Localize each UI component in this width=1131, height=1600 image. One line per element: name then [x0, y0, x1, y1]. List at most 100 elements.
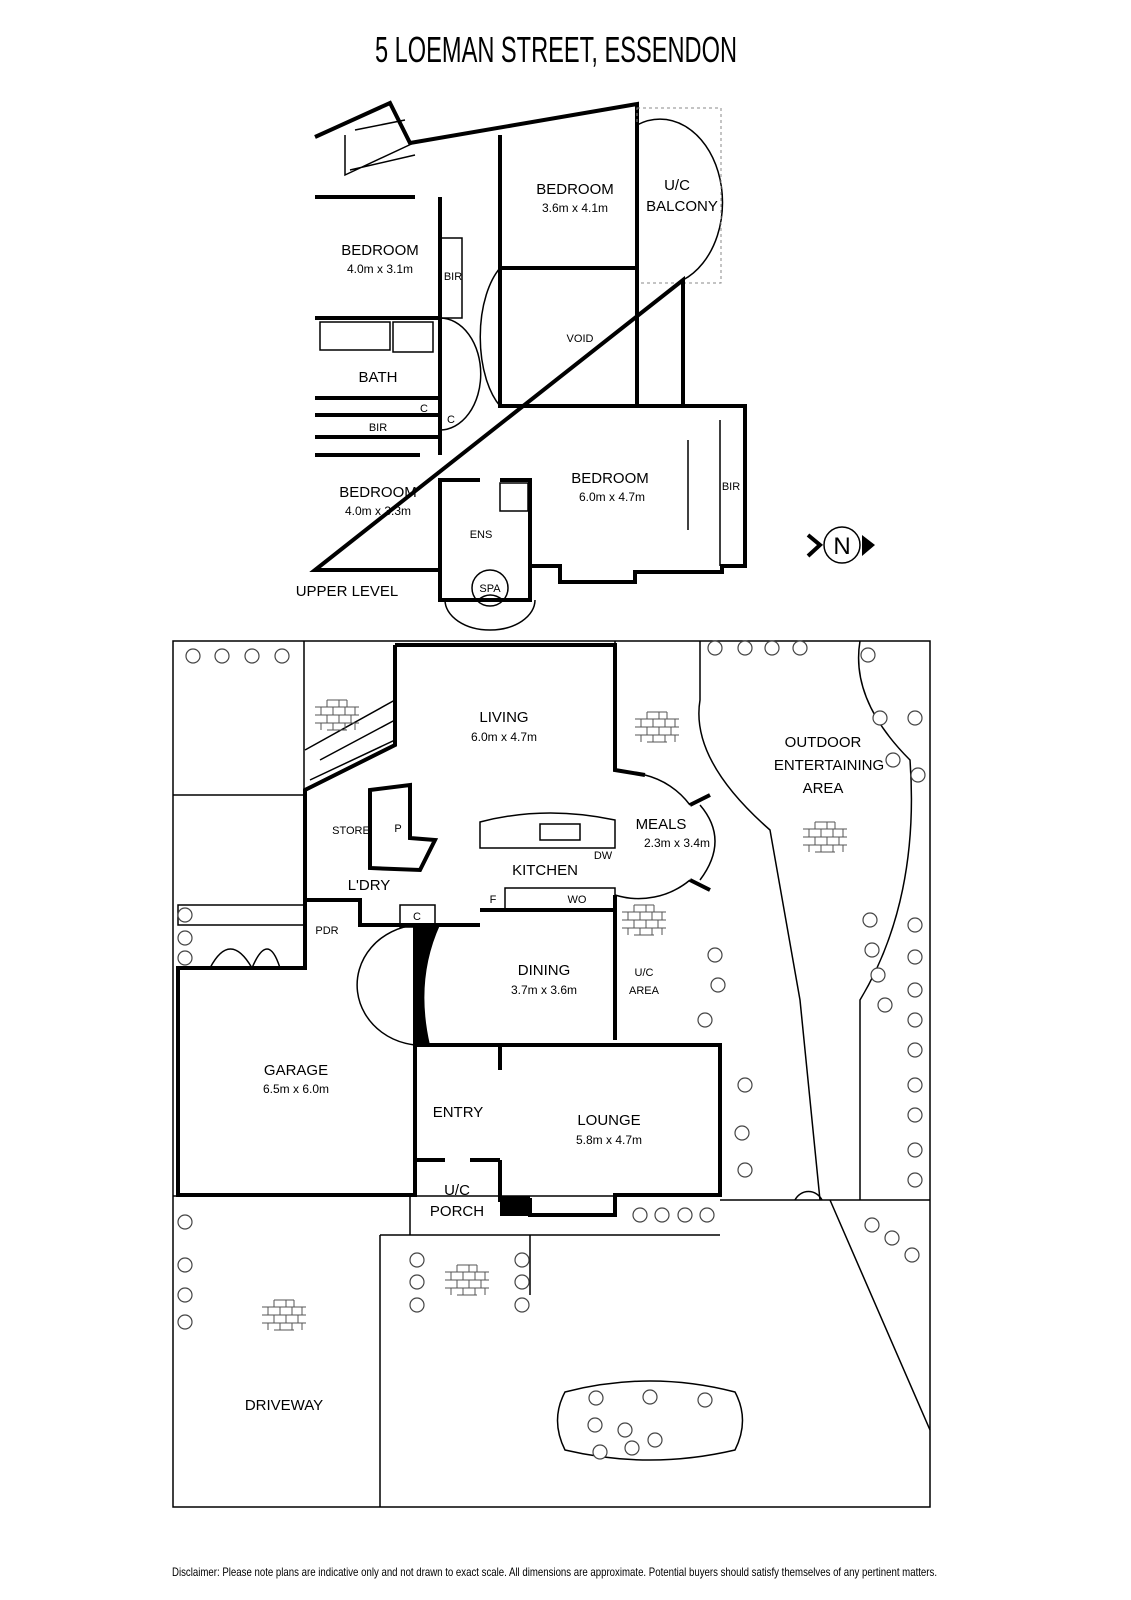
shrub-icon: [177, 1257, 193, 1273]
shrub-icon: [860, 647, 876, 663]
shrub-icon: [907, 1042, 923, 1058]
room-label: VOID: [567, 333, 594, 345]
shrub-icon: [737, 1162, 753, 1178]
shrub-icon: [872, 710, 888, 726]
level-label: UPPER LEVEL: [296, 583, 399, 600]
room-dims: 6.5m x 6.0m: [263, 1082, 329, 1096]
shrub-icon: [677, 1207, 693, 1223]
shrub-icon: [885, 752, 901, 768]
room-label: PDR: [315, 925, 338, 937]
shrub-icon: [177, 1287, 193, 1303]
room-label: PORCH: [430, 1203, 484, 1220]
shrub-icon: [587, 1417, 603, 1433]
room-label: ENTERTAINING: [774, 757, 884, 774]
shrub-icon: [588, 1390, 604, 1406]
room-label: L'DRY: [348, 877, 391, 894]
room-label: BEDROOM: [341, 242, 419, 259]
shrub-icon: [177, 950, 193, 966]
room-label: DW: [594, 850, 613, 862]
room-label: U/C: [635, 967, 654, 979]
room-label: AREA: [803, 780, 844, 797]
room-label: GARAGE: [264, 1062, 328, 1079]
shrub-icon: [904, 1247, 920, 1263]
room-label: BATH: [359, 369, 398, 386]
shrub-icon: [214, 648, 230, 664]
shrub-icon: [177, 930, 193, 946]
room-label: BALCONY: [646, 198, 718, 215]
north-compass: N: [806, 526, 875, 564]
shrub-icon: [710, 977, 726, 993]
shrub-icon: [734, 1125, 750, 1141]
room-label: ENTRY: [433, 1104, 484, 1121]
room-label: BEDROOM: [571, 470, 649, 487]
room-label: C: [420, 403, 428, 415]
page-title: 5 LOEMAN STREET, ESSENDON: [375, 29, 737, 70]
room-label: C: [413, 911, 421, 923]
room-label: LOUNGE: [577, 1112, 640, 1129]
shrub-icon: [592, 1444, 608, 1460]
shrub-icon: [907, 917, 923, 933]
shrub-icon: [699, 1207, 715, 1223]
room-label: KITCHEN: [512, 862, 578, 879]
shrub-icon: [907, 949, 923, 965]
shrub-icon: [647, 1432, 663, 1448]
shrub-icon: [409, 1274, 425, 1290]
room-dims: 6.0m x 4.7m: [471, 730, 537, 744]
room-dims: 3.7m x 3.6m: [511, 983, 577, 997]
shrub-icon: [617, 1422, 633, 1438]
room-label: DINING: [518, 962, 571, 979]
shrub-icon: [862, 912, 878, 928]
room-dims: 3.6m x 4.1m: [542, 201, 608, 215]
room-dims: 6.0m x 4.7m: [579, 490, 645, 504]
shrub-icon: [409, 1252, 425, 1268]
shrub-icon: [654, 1207, 670, 1223]
ground-level-plan: [172, 640, 931, 1508]
room-label: BEDROOM: [339, 484, 417, 501]
shrub-icon: [274, 648, 290, 664]
shrub-icon: [764, 640, 780, 656]
shrub-icon: [877, 997, 893, 1013]
room-label: STORE: [332, 825, 370, 837]
room-label: C: [447, 414, 455, 426]
room-label: DRIVEWAY: [245, 1397, 323, 1414]
shrub-icon: [737, 640, 753, 656]
shrub-icon: [864, 942, 880, 958]
shrub-icon: [907, 1077, 923, 1093]
shrub-icon: [707, 640, 723, 656]
shrub-icon: [707, 947, 723, 963]
shrub-icon: [907, 982, 923, 998]
shrub-icon: [910, 767, 926, 783]
shrub-icon: [185, 648, 201, 664]
room-label: BIR: [444, 271, 462, 283]
shrub-icon: [514, 1297, 530, 1313]
shrub-icon: [884, 1230, 900, 1246]
north-label: N: [833, 533, 850, 560]
room-label: ENS: [470, 529, 493, 541]
shrub-icon: [697, 1392, 713, 1408]
shrub-icon: [177, 907, 193, 923]
disclaimer: Disclaimer: Please note plans are indica…: [172, 1565, 937, 1579]
room-label: MEALS: [636, 816, 687, 833]
room-label: BEDROOM: [536, 181, 614, 198]
room-label: P: [394, 823, 401, 835]
room-dims: 5.8m x 4.7m: [576, 1133, 642, 1147]
room-label: U/C: [664, 177, 690, 194]
room-label: BIR: [369, 422, 387, 434]
shrub-icon: [907, 1012, 923, 1028]
shrub-icon: [514, 1252, 530, 1268]
shrub-icon: [624, 1440, 640, 1456]
shrub-icon: [642, 1389, 658, 1405]
ground-level-labels: LIVING 6.0m x 4.7m OUTDOOR ENTERTAINING …: [245, 709, 884, 1414]
shrub-icon: [409, 1297, 425, 1313]
shrub-icon: [244, 648, 260, 664]
shrub-icon: [514, 1274, 530, 1290]
room-label: LIVING: [479, 709, 528, 726]
upper-level-labels: BEDROOM 3.6m x 4.1m U/C BALCONY BEDROOM …: [296, 177, 740, 600]
room-label: F: [490, 894, 497, 906]
room-dims: 2.3m x 3.4m: [644, 836, 710, 850]
room-label: WO: [568, 894, 587, 906]
shrub-icon: [697, 1012, 713, 1028]
shrub-icon: [907, 1172, 923, 1188]
room-label: AREA: [629, 985, 660, 997]
